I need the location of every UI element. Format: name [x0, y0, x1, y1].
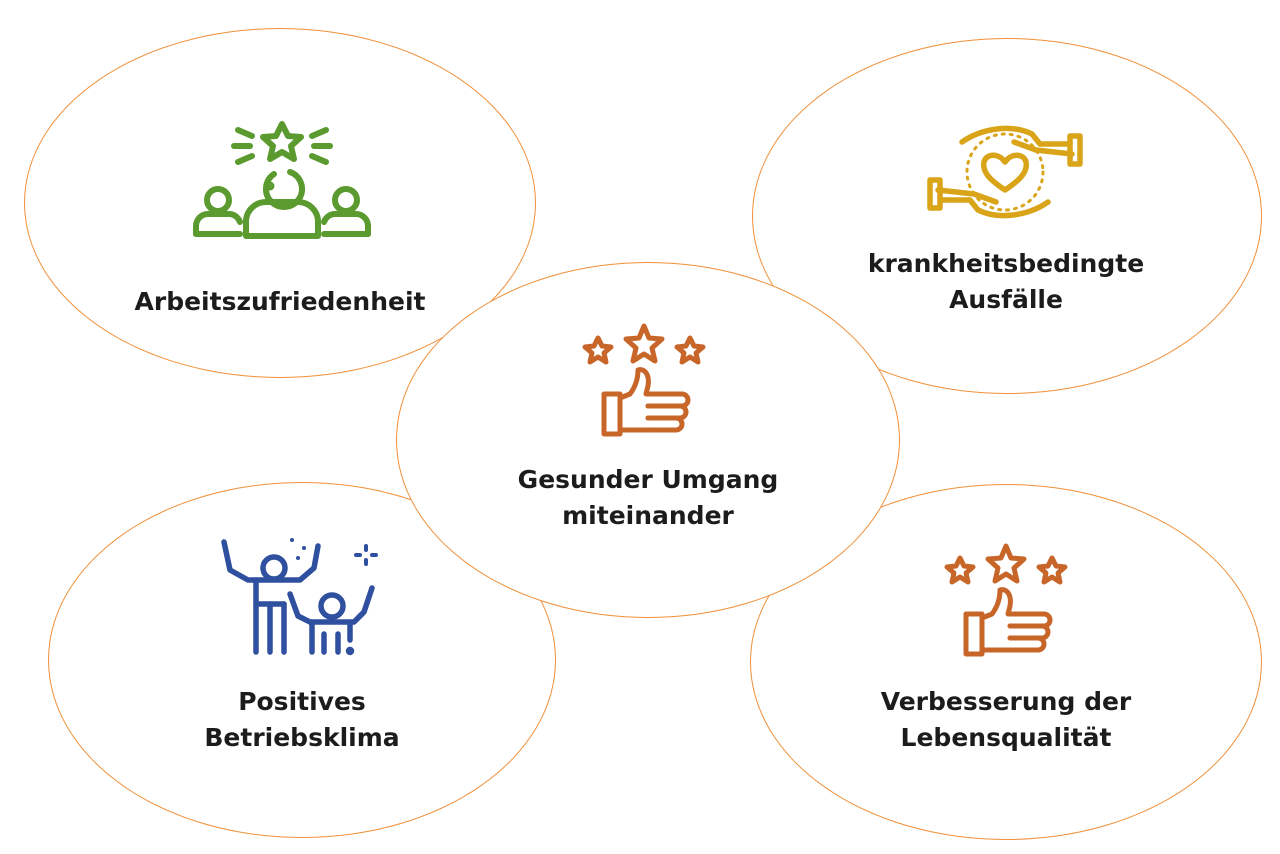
- label-arbeitszufriedenheit: Arbeitszufriedenheit: [134, 287, 426, 316]
- bubble-gesunder-umgang: [396, 262, 900, 618]
- label-krankheitsbedingte-ausfaelle: krankheitsbedingte Ausfälle: [867, 249, 1145, 314]
- label-gesunder-umgang: Gesunder Umgang miteinander: [517, 465, 779, 530]
- label-verbesserung-lebensqualitaet: Verbesserung der Lebensqualität: [880, 687, 1132, 752]
- center-thumbs-up-stars-icon: [582, 323, 706, 437]
- thumbs-up-stars-icon: [944, 543, 1068, 657]
- label-positives-betriebsklima: Positives Betriebsklima: [204, 687, 400, 752]
- hands-heart-icon: [927, 125, 1083, 219]
- team-star-icon: [193, 121, 371, 239]
- celebrating-people-icon: [221, 538, 378, 656]
